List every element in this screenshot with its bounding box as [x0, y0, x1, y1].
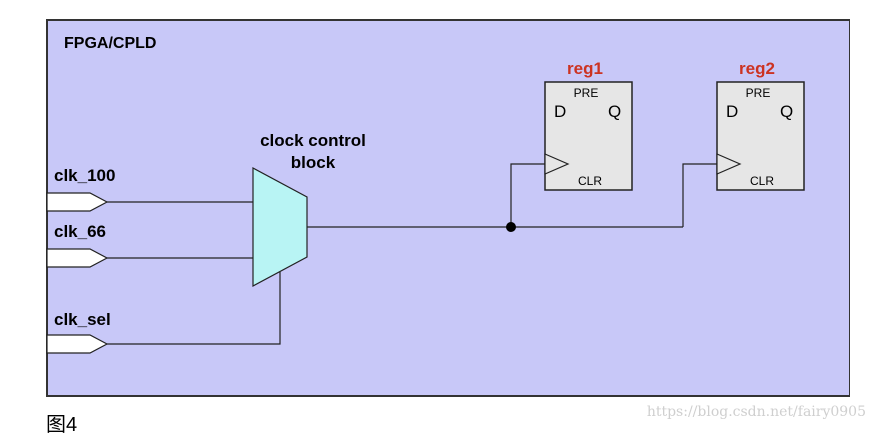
container-label: FPGA/CPLD	[64, 35, 156, 52]
figure-caption: 图4	[46, 414, 78, 436]
input-port-clk100	[46, 192, 109, 212]
reg2-d-pin: D	[726, 102, 738, 121]
reg2-pre-pin: PRE	[746, 86, 771, 100]
reg2-body	[716, 81, 805, 191]
watermark: https://blog.csdn.net/fairy0905	[646, 404, 866, 420]
reg1-name: reg1	[567, 59, 603, 78]
container-clip	[850, 18, 876, 398]
reg2-clock-triangle	[716, 153, 742, 175]
wire-clksel	[107, 272, 281, 345]
reg2-clr-pin: CLR	[750, 174, 774, 188]
input-port-clksel	[46, 334, 109, 354]
mux-label-line2: block	[291, 153, 336, 172]
mux-label-line1: clock control	[260, 131, 366, 150]
reg1-clock-triangle	[544, 153, 570, 175]
wire-reg1-clk	[510, 163, 545, 227]
register-reg2: reg2 PRE D Q CLR	[716, 59, 805, 191]
wires	[107, 163, 717, 345]
clock-control-mux	[252, 166, 308, 288]
reg1-d-pin: D	[554, 102, 566, 121]
reg1-clr-pin: CLR	[578, 174, 602, 188]
input-label-clksel: clk_sel	[54, 310, 111, 329]
wire-reg2-clk	[682, 163, 717, 227]
reg2-q-pin: Q	[780, 102, 793, 121]
input-port-clk66	[46, 248, 109, 268]
reg1-pre-pin: PRE	[574, 86, 599, 100]
fpga-container	[46, 19, 851, 397]
reg2-name: reg2	[739, 59, 775, 78]
register-reg1: reg1 PRE D Q CLR	[544, 59, 633, 191]
input-label-clk66: clk_66	[54, 222, 106, 241]
reg1-q-pin: Q	[608, 102, 621, 121]
junction-dot	[506, 222, 516, 232]
input-label-clk100: clk_100	[54, 166, 115, 185]
reg1-body	[544, 81, 633, 191]
